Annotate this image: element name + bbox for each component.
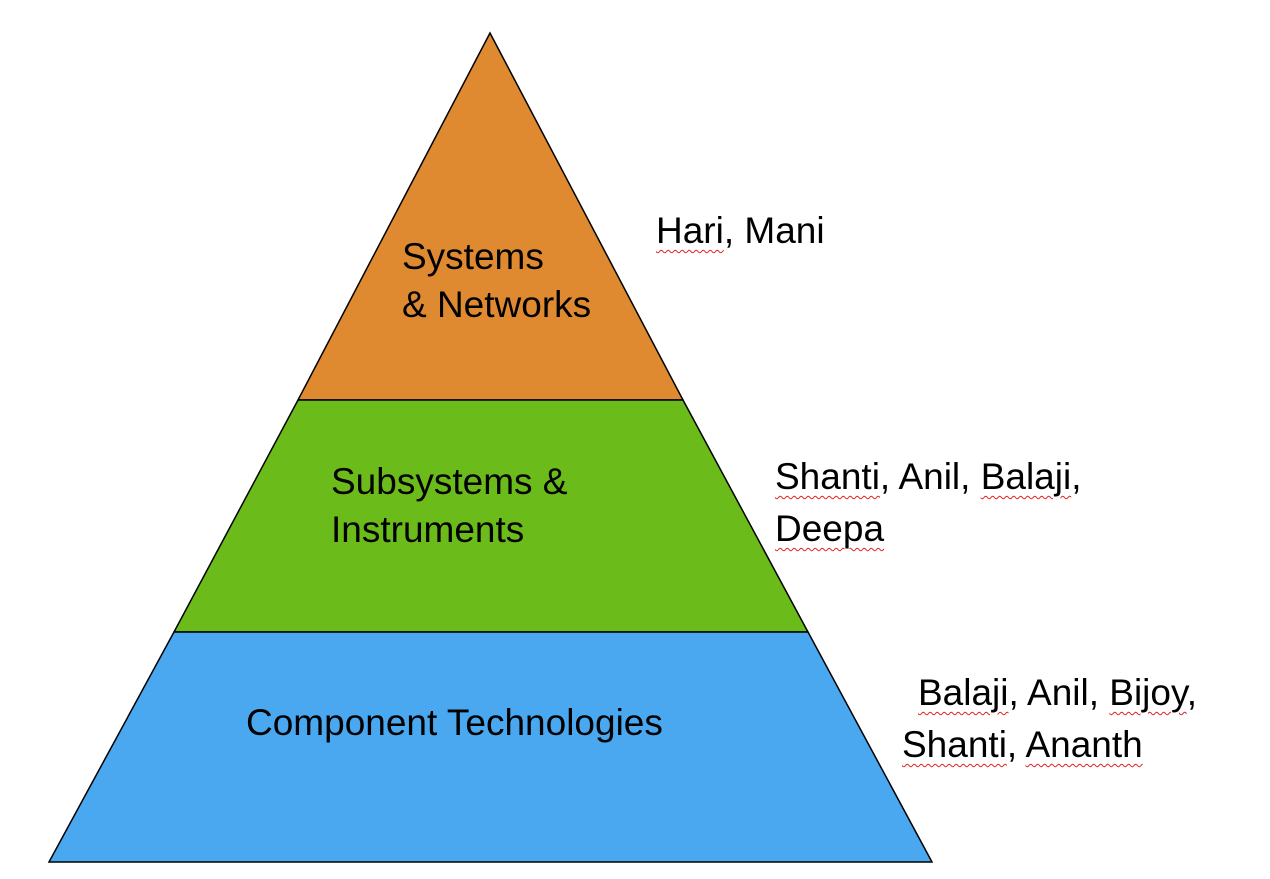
person-name: Balaji: [980, 456, 1072, 497]
separator: , Anil,: [879, 456, 981, 497]
people-line: Shanti, Anil, Balaji,: [775, 451, 1081, 503]
tier-middle-label-line-1: Subsystems &: [331, 461, 568, 502]
people-line: Balaji, Anil, Bijoy,: [918, 667, 1197, 719]
separator: ,: [1186, 672, 1198, 713]
person-name: Deepa: [775, 508, 885, 549]
tier-top-people: Hari, Mani: [656, 205, 825, 257]
tier-middle-label: Subsystems & Instruments: [331, 458, 567, 554]
person-name: Shanti: [775, 456, 880, 497]
person-name: Mani: [744, 210, 825, 251]
tier-bottom-label: Component Technologies: [246, 699, 663, 747]
tier-top-label-line-2: & Networks: [402, 284, 592, 325]
people-line: Hari, Mani: [656, 205, 825, 257]
person-name: Balaji: [918, 672, 1009, 713]
tier-top-shape: [296, 31, 685, 401]
tier-top-label: Systems & Networks: [402, 233, 591, 329]
people-line: Shanti, Ananth: [902, 719, 1143, 771]
person-name: Ananth: [1025, 724, 1143, 765]
person-name: Hari: [656, 210, 724, 251]
tier-top-label-line-1: Systems: [402, 236, 544, 277]
separator: ,: [1071, 456, 1082, 497]
person-name: Bijoy: [1109, 672, 1187, 713]
person-name: Shanti: [902, 724, 1007, 765]
people-line: Deepa: [775, 503, 1081, 555]
tier-middle-people: Shanti, Anil, Balaji, Deepa: [775, 451, 1081, 555]
separator: , Anil,: [1008, 672, 1110, 713]
separator: ,: [1006, 724, 1026, 765]
tier-bottom-label-line-1: Component Technologies: [246, 702, 663, 743]
separator: ,: [723, 210, 745, 251]
tier-bottom-shape: [47, 631, 934, 863]
tier-bottom-people-line-2: Shanti, Ananth: [902, 719, 1143, 771]
tier-middle-label-line-2: Instruments: [331, 509, 525, 550]
tier-bottom-people: Balaji, Anil, Bijoy,: [918, 667, 1197, 719]
